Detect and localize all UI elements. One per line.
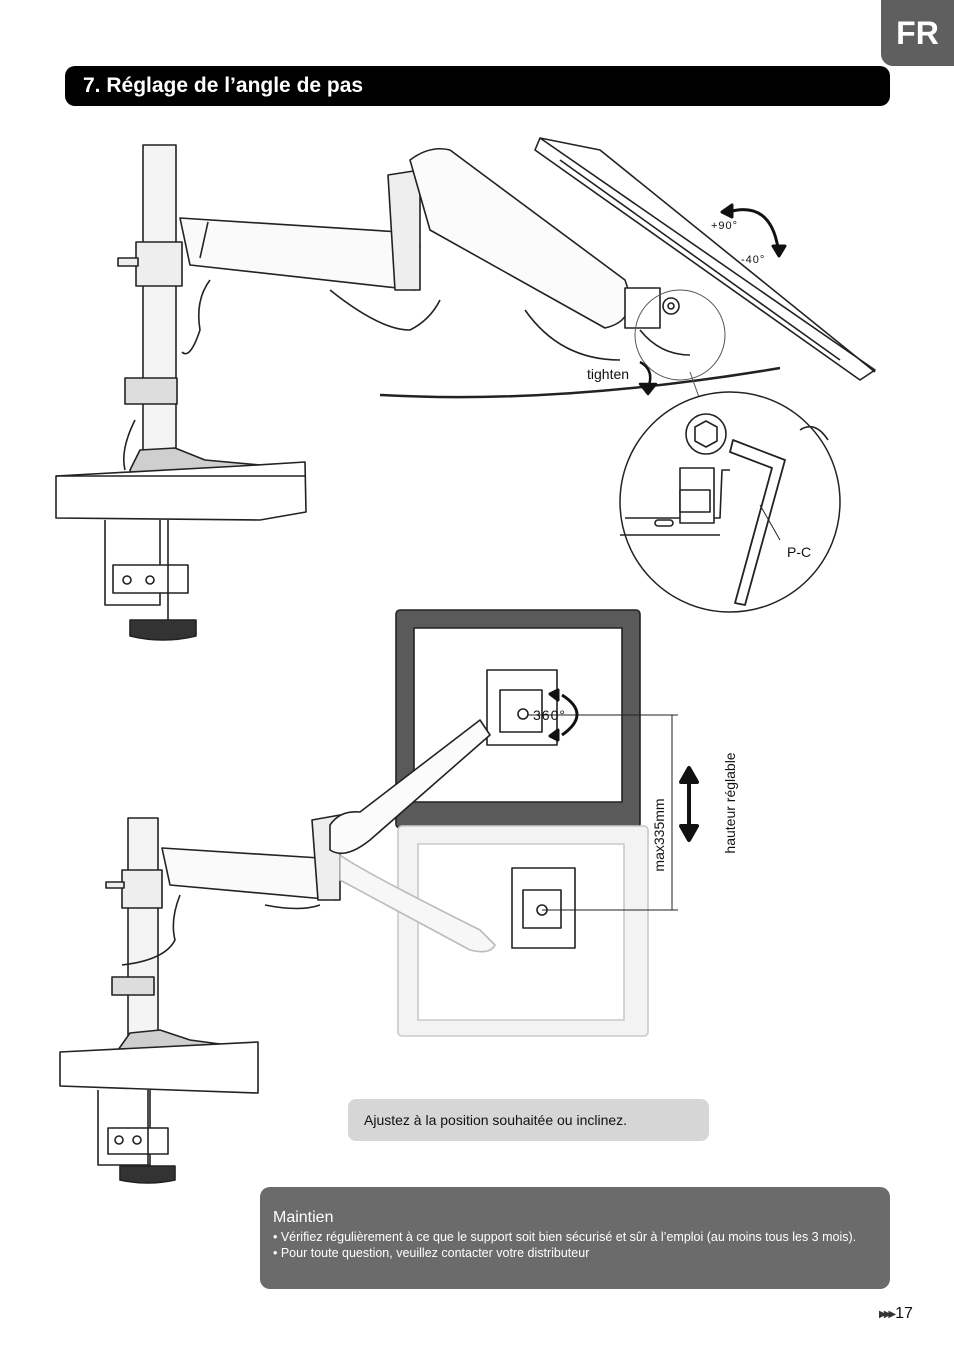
rotate-360-arrow	[548, 688, 579, 742]
maintenance-list: • Vérifiez régulièrement à ce que le sup…	[273, 1229, 876, 1261]
triple-chevron-right-icon: ▶▶▶	[879, 1308, 896, 1320]
desk-clamp-top	[55, 144, 307, 641]
dimension-lines	[528, 714, 678, 911]
height-arrow	[679, 766, 699, 842]
tilt-down-label: -40°	[741, 254, 766, 266]
monitor-raised	[395, 609, 641, 829]
page-number-text: 17	[895, 1305, 913, 1322]
hex-key-label: P-C	[787, 544, 812, 560]
zoom-detail	[619, 391, 841, 613]
height-adjustable-label: hauteur réglable	[722, 752, 738, 854]
maintenance-title: Maintien	[273, 1209, 334, 1226]
section-title: 7. Réglage de l’angle de pas	[65, 66, 890, 106]
page-number: ▶▶▶ 17	[879, 1305, 913, 1323]
desk-clamp-bottom	[59, 817, 259, 1184]
tilt-arrow	[720, 203, 787, 258]
maintenance-item: • Pour toute question, veuillez contacte…	[273, 1246, 590, 1260]
maintenance-item: • Vérifiez régulièrement à ce que le sup…	[273, 1230, 857, 1244]
tighten-arrow	[638, 360, 658, 396]
tilt-up-label: +90°	[711, 220, 739, 232]
rotation-label: 360°	[533, 707, 566, 723]
maintenance-box: Maintien • Vérifiez régulièrement à ce q…	[260, 1187, 890, 1289]
tighten-label: tighten	[587, 366, 630, 382]
max-height-label: max335mm	[651, 798, 667, 872]
language-tab: FR	[881, 0, 954, 66]
monitor-lowered	[397, 825, 649, 1037]
monitor-tilted	[534, 137, 876, 381]
arm-top	[122, 147, 781, 471]
caption-box: Ajustez à la position souhaitée ou incli…	[348, 1099, 709, 1141]
arm-bottom	[121, 719, 496, 966]
